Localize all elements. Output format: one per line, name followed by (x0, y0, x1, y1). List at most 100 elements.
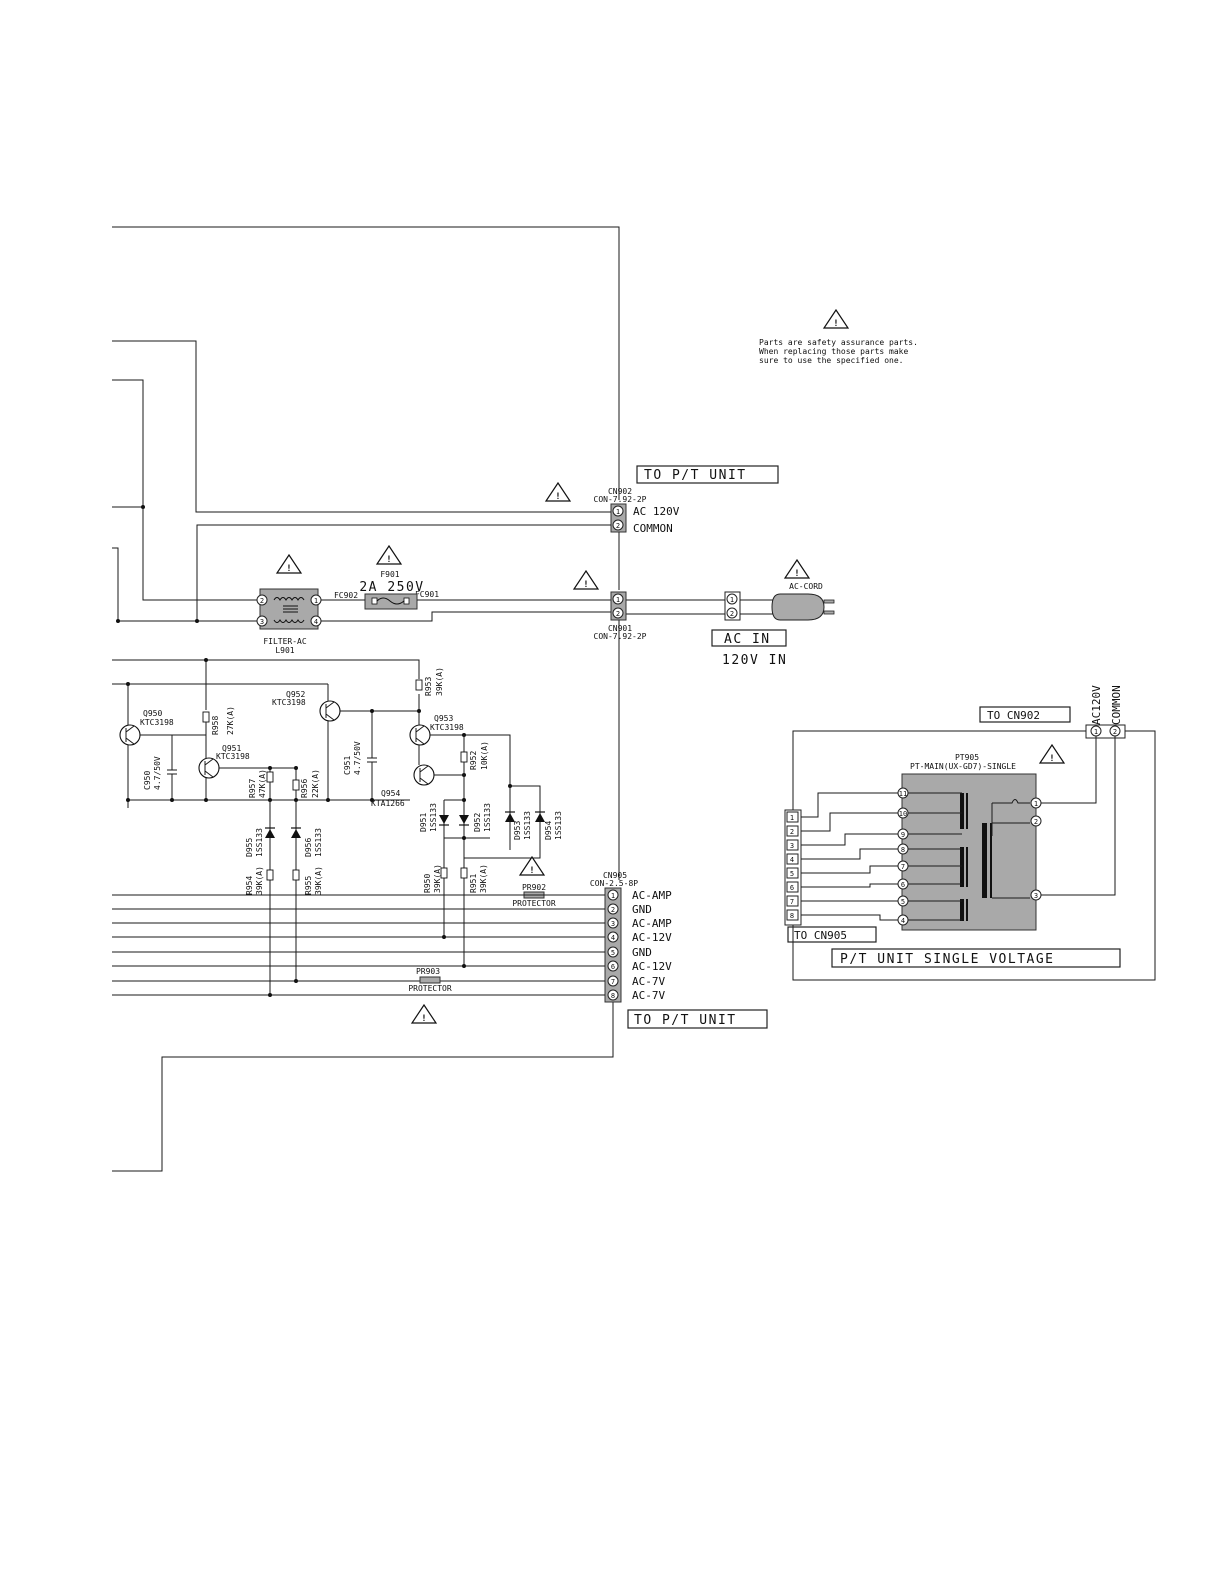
pt-unit: TO CN902 AC120V COMMON 1 2 ! PT905 PT-MA… (784, 685, 1156, 981)
cn902-connector: TO P/T UNIT ! CN902 CON-7.92-2P 1 2 AC 1… (544, 465, 779, 535)
fuse: ! F901 2A 250V FC902 FC901 (334, 544, 439, 610)
svg-text:AC-7V: AC-7V (632, 975, 665, 988)
pt-secondary-windings (908, 792, 962, 921)
c951-ref: C951 (343, 756, 352, 775)
svg-text:AC-12V: AC-12V (632, 960, 672, 973)
svg-text:1: 1 (1034, 800, 1038, 808)
filter-pin-3 (256, 615, 268, 627)
svg-text:2: 2 (1113, 728, 1117, 736)
cn902-destination-box (636, 465, 779, 484)
r952-ref: R952 (469, 751, 478, 770)
svg-text:1: 1 (1094, 728, 1098, 736)
pr903-ref: PR903 (416, 967, 440, 976)
safety-note-line2: When replacing those parts make (759, 347, 908, 356)
d951-symbol (439, 815, 449, 824)
svg-text:1: 1 (616, 508, 620, 516)
warning-icon: ! (822, 308, 850, 329)
d955-part: 1SS133 (255, 828, 264, 857)
svg-text:8: 8 (611, 992, 615, 1000)
warning-icon: ! (518, 855, 546, 876)
svg-text:11: 11 (899, 790, 907, 798)
svg-text:3: 3 (790, 842, 794, 850)
svg-text:5: 5 (611, 949, 615, 957)
r958-ref: R958 (211, 716, 220, 735)
svg-text:2: 2 (616, 610, 620, 618)
q953-symbol (409, 724, 431, 746)
r955-ref: R955 (304, 876, 313, 895)
svg-text:4: 4 (611, 934, 615, 942)
fuse-ref: F901 (380, 570, 399, 579)
c951-value: 4.7/50V (353, 741, 362, 775)
ac-in-box (711, 629, 787, 647)
svg-text:4: 4 (790, 856, 794, 864)
d951-ref: D951 (419, 813, 428, 832)
d956-ref: D956 (304, 838, 313, 857)
q950-symbol (119, 724, 141, 746)
q954-ref: Q954 (381, 789, 400, 798)
r951-ref: R951 (469, 874, 478, 893)
warning-icon: ! (410, 1003, 438, 1024)
warning-icon: ! (275, 553, 303, 574)
warning-icon: ! (375, 544, 403, 565)
fuse-rating: 2A 250V (359, 580, 424, 595)
board-outline (112, 226, 620, 1172)
pt-connector-pins: 1 2 3 4 5 6 7 8 (786, 811, 799, 921)
filter-coil-top (273, 597, 305, 601)
svg-text:2: 2 (730, 610, 734, 618)
pr902-label: PROTECTOR (512, 899, 556, 908)
d956-part: 1SS133 (314, 828, 323, 857)
r953-value: 39K(A) (435, 667, 444, 696)
svg-text:1: 1 (314, 597, 318, 605)
r955-value: 39K(A) (314, 866, 323, 895)
d952-part: 1SS133 (483, 803, 492, 832)
svg-text:AC-AMP: AC-AMP (632, 889, 672, 902)
svg-text:GND: GND (632, 946, 652, 959)
svg-text:7: 7 (790, 898, 794, 906)
svg-text:6: 6 (611, 963, 615, 971)
cn905-part: CON-2.5-8P (590, 879, 638, 888)
r951-value: 39K(A) (479, 864, 488, 893)
svg-text:AC-12V: AC-12V (632, 931, 672, 944)
pt-title-box (831, 948, 1121, 968)
svg-text:4: 4 (314, 618, 318, 626)
d953-ref: D953 (513, 821, 522, 840)
q952-ref: Q952 (286, 690, 305, 699)
svg-text:5: 5 (790, 870, 794, 878)
svg-text:3: 3 (1034, 892, 1038, 900)
filter-coil-bottom (273, 619, 305, 623)
svg-text:2: 2 (616, 522, 620, 530)
ac-cord: 1 2 ! AC-CORD AC IN 120V IN (711, 558, 835, 668)
svg-text:!: ! (421, 1014, 426, 1024)
pt-title: P/T UNIT SINGLE VOLTAGE (840, 952, 1055, 967)
cn901-part: CON-7.92-2P (594, 632, 647, 641)
cn902-part: CON-7.92-2P (594, 495, 647, 504)
r950-ref: R950 (423, 874, 432, 893)
svg-text:1: 1 (611, 892, 615, 900)
r958-value: 27K(A) (226, 706, 235, 735)
svg-text:1: 1 (730, 596, 734, 604)
q951-part: KTC3198 (216, 752, 250, 761)
cn905-pin-labels: AC-AMP GND AC-AMP AC-12V GND AC-12V AC-7… (632, 889, 672, 1002)
filter-ref: L901 (275, 646, 294, 655)
ac-cord-pin-1 (726, 593, 738, 605)
ac-wiring (112, 340, 611, 623)
c950-ref: C950 (143, 771, 152, 790)
d951-part: 1SS133 (429, 803, 438, 832)
fuse-right-holder: FC901 (415, 590, 439, 599)
q952-symbol (319, 700, 341, 722)
cn905-body (604, 887, 622, 1003)
svg-text:2: 2 (1034, 818, 1038, 826)
svg-text:10: 10 (899, 810, 907, 818)
svg-text:!: ! (833, 319, 838, 329)
svg-text:7: 7 (611, 978, 615, 986)
svg-text:6: 6 (790, 884, 794, 892)
d953-symbol (505, 813, 515, 822)
cn902-pin-1 (612, 505, 624, 517)
r954-value: 39K(A) (255, 866, 264, 895)
filter-pin-2 (256, 594, 268, 606)
d952-ref: D952 (473, 813, 482, 832)
warning-icon: ! (572, 569, 600, 590)
svg-text:!: ! (1049, 754, 1054, 764)
pt-to-cn902-box (979, 706, 1071, 723)
pr902-ref: PR902 (522, 883, 546, 892)
